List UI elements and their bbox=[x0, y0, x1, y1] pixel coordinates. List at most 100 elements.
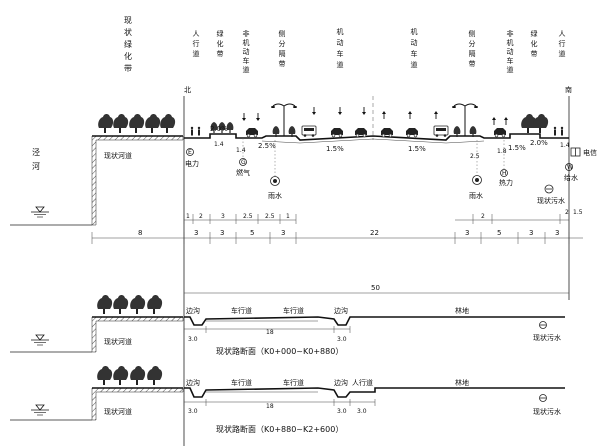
dim-top-4: 2.5 bbox=[265, 213, 275, 220]
svg-text:G: G bbox=[241, 159, 246, 166]
header-sidewalk-south: 人行道 bbox=[558, 30, 566, 60]
dim-top-0: 1 bbox=[186, 213, 190, 220]
section-a bbox=[10, 295, 565, 353]
dim-top-1: 2 bbox=[199, 213, 203, 220]
dim-main-8: 3 bbox=[529, 229, 533, 237]
north-label: 北 bbox=[184, 86, 191, 94]
dim-main-3: 5 bbox=[250, 229, 254, 237]
pipe-heat-label: 热力 bbox=[499, 178, 513, 187]
section-b-river-course: 现状河道 bbox=[104, 407, 132, 416]
dim-top-2: 3 bbox=[221, 213, 225, 220]
water-level-icon bbox=[30, 206, 50, 218]
section-b-forest: 林地 bbox=[455, 378, 469, 387]
svg-text:E: E bbox=[188, 149, 192, 156]
section-b-ditch-south: 边沟 bbox=[334, 378, 348, 387]
section-b-dim-1: 18 bbox=[266, 403, 274, 410]
south-greenbelt-trees bbox=[521, 114, 549, 133]
dim-main-9: 3 bbox=[555, 229, 559, 237]
pipe-heat: H bbox=[500, 169, 508, 177]
header-existing-green: 现状绿化带 bbox=[124, 16, 133, 76]
slope-south-lane: 1.5% bbox=[408, 145, 426, 153]
slope-south-nonmotor: 1.5% bbox=[508, 144, 526, 152]
slope-south-sidewalk: 2.0% bbox=[530, 139, 548, 147]
header-nonmotor-north: 非机动车道 bbox=[242, 29, 250, 75]
pipe-water-label: 给水 bbox=[564, 173, 578, 182]
pipe-rain-north bbox=[270, 176, 280, 186]
dim-top-3: 2.5 bbox=[243, 213, 253, 220]
header-nonmotor-south: 非机动车道 bbox=[506, 29, 514, 75]
road-base bbox=[261, 138, 485, 144]
slope-north-lane: 1.5% bbox=[326, 145, 344, 153]
pipe-telecom-label: 电信 bbox=[583, 148, 597, 157]
dim-main-6: 3 bbox=[465, 229, 469, 237]
dim-top-6: 2 bbox=[481, 213, 485, 220]
river-course-label: 现状河道 bbox=[104, 151, 132, 160]
dim-main-5: 22 bbox=[370, 229, 379, 237]
pipe-water-supply: W bbox=[565, 163, 573, 171]
dimension-row-top bbox=[183, 214, 569, 224]
dim-main-2: 3 bbox=[220, 229, 224, 237]
section-b-title: 现状路断面（K0+880~K2+600） bbox=[216, 424, 343, 434]
header-green-belt-north: 绿化带 bbox=[216, 29, 224, 60]
dim-top-8: 1.5 bbox=[573, 209, 583, 216]
south-label: 南 bbox=[565, 85, 572, 94]
section-a-ditch-north: 边沟 bbox=[186, 306, 200, 315]
pipe-depth-gas: 1.4 bbox=[236, 147, 246, 154]
header-green-belt-south: 绿化带 bbox=[530, 29, 538, 60]
section-a-forest: 林地 bbox=[455, 306, 469, 315]
section-b-dim-0: 3.0 bbox=[188, 408, 198, 415]
section-a-dim-1: 18 bbox=[266, 329, 274, 336]
svg-text:H: H bbox=[502, 170, 507, 177]
section-b-dim-2: 3.0 bbox=[337, 408, 347, 415]
section-b-dim-3: 3.0 bbox=[357, 408, 367, 415]
section-a-lane-2: 车行道 bbox=[283, 306, 304, 315]
dimension-row-main bbox=[91, 232, 583, 244]
header-sidewalk-north: 人行道 bbox=[192, 30, 200, 60]
section-a-dim-2: 3.0 bbox=[337, 336, 347, 343]
slope-north-sidewalk: 2.0% bbox=[210, 125, 228, 133]
pipe-telecom bbox=[570, 147, 581, 157]
header-motor-south: 机动车道 bbox=[410, 27, 418, 72]
section-b-lane-2: 车行道 bbox=[283, 378, 304, 387]
pipe-rain-south-label: 雨水 bbox=[469, 191, 483, 200]
pipe-sewage bbox=[544, 184, 554, 194]
dim-main-4: 3 bbox=[281, 229, 285, 237]
section-b-ditch-north: 边沟 bbox=[186, 378, 200, 387]
road-surface-profile bbox=[184, 133, 569, 141]
river-label: 泾河 bbox=[32, 148, 41, 176]
dim-main-1: 3 bbox=[194, 229, 198, 237]
header-divider-south: 侧分隔带 bbox=[468, 29, 476, 70]
dim-top-5: 1 bbox=[286, 213, 290, 220]
section-a-sewage: 现状污水 bbox=[533, 333, 561, 342]
section-b bbox=[10, 366, 565, 421]
pipe-gas: G bbox=[239, 158, 247, 166]
pipe-gas-label: 燃气 bbox=[236, 168, 250, 177]
pipe-depth-rain-south: 2.5 bbox=[470, 153, 480, 160]
direction-arrows bbox=[241, 106, 509, 126]
pipe-rain-north-label: 雨水 bbox=[268, 191, 282, 200]
section-a-river-course: 现状河道 bbox=[104, 337, 132, 346]
pipe-depth-electric: 1.4 bbox=[214, 141, 224, 148]
pipe-rain-south bbox=[472, 175, 482, 185]
header-divider-north: 侧分隔带 bbox=[278, 29, 286, 70]
section-b-lane-1: 车行道 bbox=[231, 378, 252, 387]
pipe-depth-water: 1.4 bbox=[560, 142, 570, 149]
existing-trees bbox=[98, 114, 176, 133]
header-motor-north: 机动车道 bbox=[336, 27, 344, 72]
pipe-electric-label: 电力 bbox=[185, 159, 199, 168]
section-b-sewage: 现状污水 bbox=[533, 407, 561, 416]
pipe-sewage-label: 现状污水 bbox=[537, 196, 565, 205]
north-embankment bbox=[10, 135, 184, 226]
pipe-electric: E bbox=[186, 148, 194, 156]
dim-top-7: 2 bbox=[565, 209, 569, 216]
pipe-depth-heat: 1.8 bbox=[497, 148, 507, 155]
section-b-sidewalk: 人行道 bbox=[352, 378, 373, 387]
svg-text:W: W bbox=[567, 164, 573, 171]
dim-main-0: 8 bbox=[138, 229, 142, 237]
dim-total: 50 bbox=[371, 284, 380, 292]
section-a-lane-1: 车行道 bbox=[231, 306, 252, 315]
dim-main-7: 5 bbox=[497, 229, 501, 237]
section-a-dim-0: 3.0 bbox=[188, 336, 198, 343]
slope-north-divider: 2.5% bbox=[258, 142, 276, 150]
section-a-title: 现状路断面（K0+000~K0+880） bbox=[216, 346, 343, 356]
